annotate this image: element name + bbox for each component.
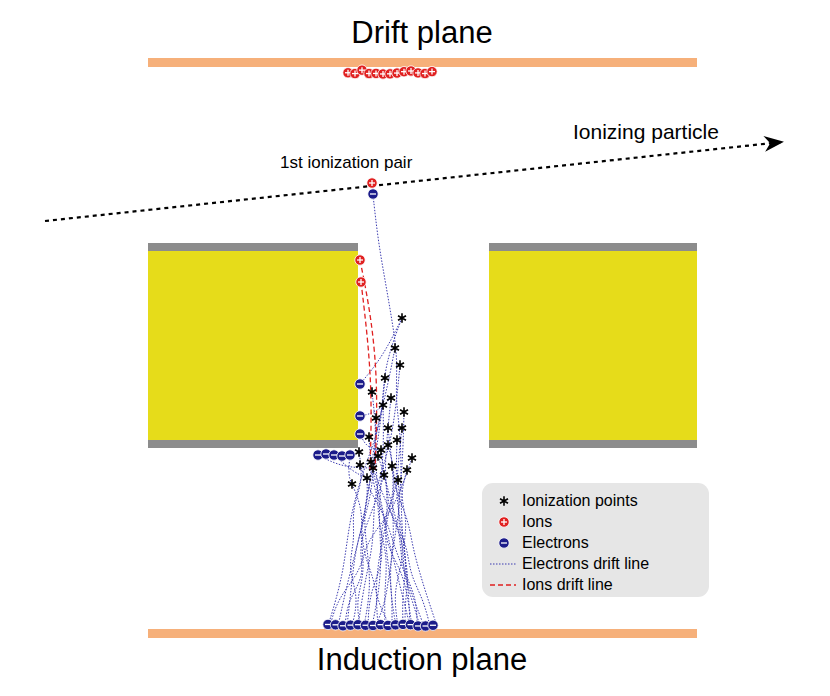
electron — [355, 411, 365, 421]
ionization-point — [384, 440, 392, 449]
electron-drift-line — [351, 452, 362, 626]
ionization-point — [408, 453, 416, 462]
ion — [427, 66, 437, 76]
electron-drift-line — [338, 348, 395, 626]
ionization-point — [387, 393, 395, 402]
gem-insulator — [489, 243, 697, 448]
legend-marker — [500, 496, 508, 505]
electron-drift-line — [402, 470, 407, 626]
legend-text: Electrons — [522, 534, 589, 552]
ionization-point — [393, 435, 401, 444]
gem-copper — [148, 243, 358, 251]
ionization-point — [379, 400, 387, 409]
electron-drift-line — [373, 195, 410, 626]
drift-electrode — [148, 58, 697, 67]
ionization-point — [398, 313, 406, 322]
legend-text: Electrons drift line — [522, 555, 649, 573]
electron-drift-line — [330, 458, 412, 626]
ion — [356, 277, 366, 287]
electron — [345, 450, 355, 460]
ionization-point — [348, 479, 356, 488]
gem-insulator — [148, 243, 358, 448]
particle-label: Ionizing particle — [573, 120, 719, 144]
electron-drift-line — [364, 392, 375, 626]
ionization-point — [388, 461, 396, 470]
electron-drift-line — [328, 318, 402, 626]
legend-marker — [490, 584, 516, 585]
ion — [367, 178, 377, 188]
electron — [368, 189, 378, 199]
legend-text: Ionization points — [522, 492, 638, 510]
electron-drift-line — [352, 484, 390, 626]
ionization-point — [384, 423, 392, 432]
legend-text: Ions — [522, 513, 552, 531]
legend-box — [482, 483, 709, 597]
ionization-point — [368, 387, 376, 396]
legend-marker — [499, 517, 509, 527]
ion — [355, 255, 365, 265]
electron-drift-line — [372, 405, 383, 626]
ionization-point — [365, 432, 373, 441]
ionization-point — [391, 343, 399, 352]
ion-drift-line — [361, 282, 371, 470]
legend-text: Ions drift line — [522, 576, 613, 594]
ionization-point — [355, 447, 363, 456]
ionization-point — [396, 360, 404, 369]
ionization-point — [381, 373, 389, 382]
ionization-point — [367, 457, 375, 466]
gem-copper — [489, 440, 697, 448]
electron — [499, 538, 509, 548]
electron-drift-line — [371, 462, 412, 626]
ionization-point — [356, 460, 364, 469]
electron-drift-line — [386, 428, 393, 626]
ionization-point — [400, 407, 408, 416]
ionization-point — [374, 451, 382, 460]
particle-track — [45, 142, 782, 221]
electron-drift-line — [360, 318, 402, 384]
electron — [428, 620, 438, 630]
ionization-point — [363, 473, 371, 482]
ionization-point — [372, 413, 380, 422]
electron-drift-line — [388, 445, 396, 626]
electron — [355, 379, 365, 389]
electron — [355, 429, 365, 439]
plane-label: Induction plane — [317, 642, 527, 678]
electron-drift-line — [373, 468, 430, 626]
electron-drift-line — [378, 456, 420, 626]
ionization-point — [394, 475, 402, 484]
electron-drift-line — [358, 478, 367, 626]
ionization-point — [369, 463, 377, 472]
plane-label: Drift plane — [351, 15, 492, 51]
gem-copper — [489, 243, 697, 251]
legend-marker — [499, 538, 509, 548]
ionization-point — [380, 470, 388, 479]
gem-copper — [148, 440, 358, 448]
ion — [499, 517, 509, 527]
ionization-point — [403, 465, 411, 474]
legend-marker — [490, 564, 516, 565]
ionization-point — [398, 423, 406, 432]
electron-drift-line — [358, 365, 400, 626]
annotation-label: 1st ionization pair — [280, 153, 412, 173]
